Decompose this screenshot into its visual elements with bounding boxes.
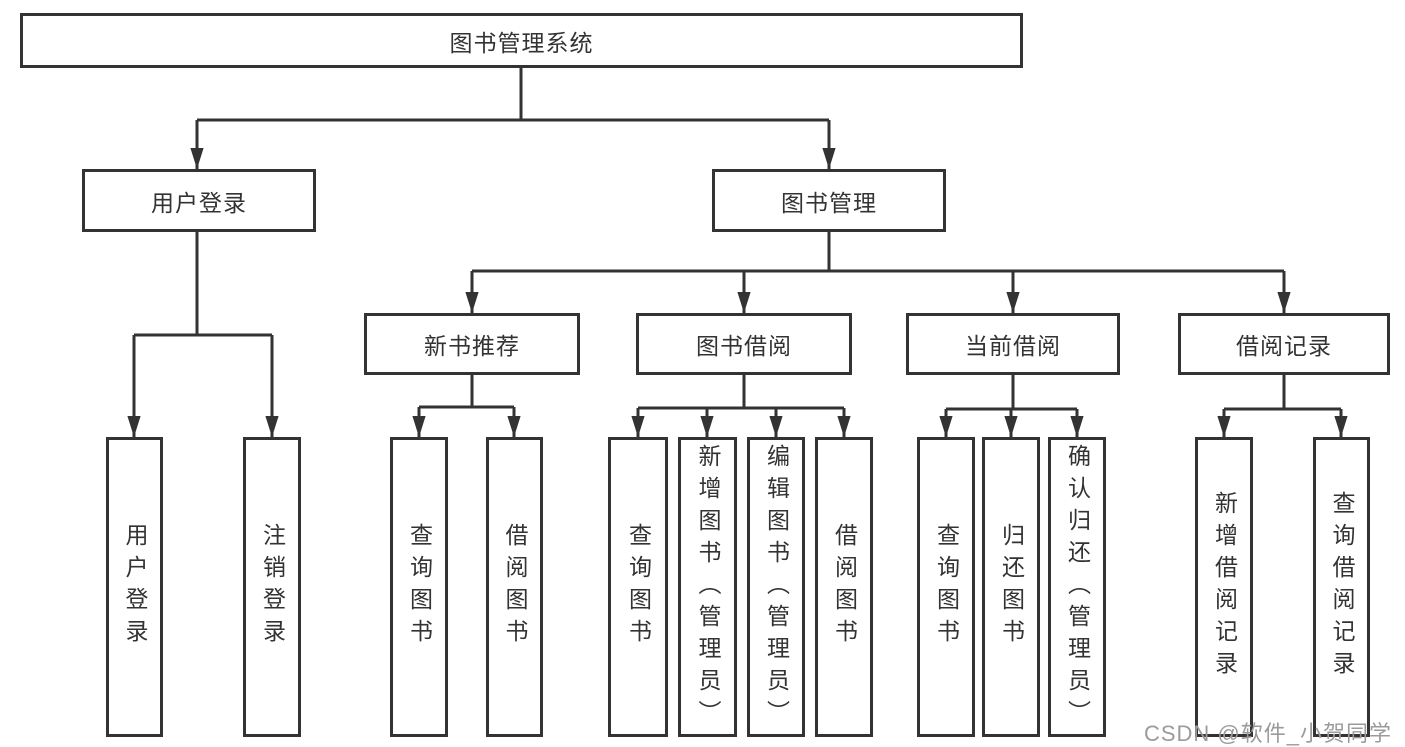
leaf-edit-books-admin: 编辑图书（管理员）	[747, 437, 805, 737]
leaf-user-login: 用户登录	[106, 437, 163, 737]
node-book-borrow: 图书借阅	[636, 313, 852, 375]
csdn-watermark: CSDN @软件_小贺同学	[1143, 721, 1392, 746]
leaf-query-books-recommend: 查询图书	[390, 437, 448, 737]
leaf-return-books: 归还图书	[982, 437, 1040, 737]
node-borrow-records: 借阅记录	[1178, 313, 1390, 375]
leaf-query-borrow-record: 查询借阅记录	[1313, 437, 1370, 737]
leaf-add-borrow-record: 新增借阅记录	[1195, 437, 1253, 737]
node-current-borrow: 当前借阅	[906, 313, 1120, 375]
leaf-borrow-books-recommend: 借阅图书	[486, 437, 543, 737]
leaf-borrow-books: 借阅图书	[815, 437, 873, 737]
leaf-confirm-return-admin: 确认归还（管理员）	[1048, 437, 1106, 737]
node-book-management: 图书管理	[712, 169, 946, 232]
leaf-logout: 注销登录	[243, 437, 301, 737]
node-user-login: 用户登录	[82, 169, 316, 232]
leaf-query-books-borrow: 查询图书	[608, 437, 668, 737]
node-new-book-recommend: 新书推荐	[364, 313, 580, 375]
leaf-add-books-admin: 新增图书（管理员）	[678, 437, 737, 737]
leaf-query-books-current: 查询图书	[917, 437, 975, 737]
node-library-system: 图书管理系统	[20, 13, 1023, 68]
